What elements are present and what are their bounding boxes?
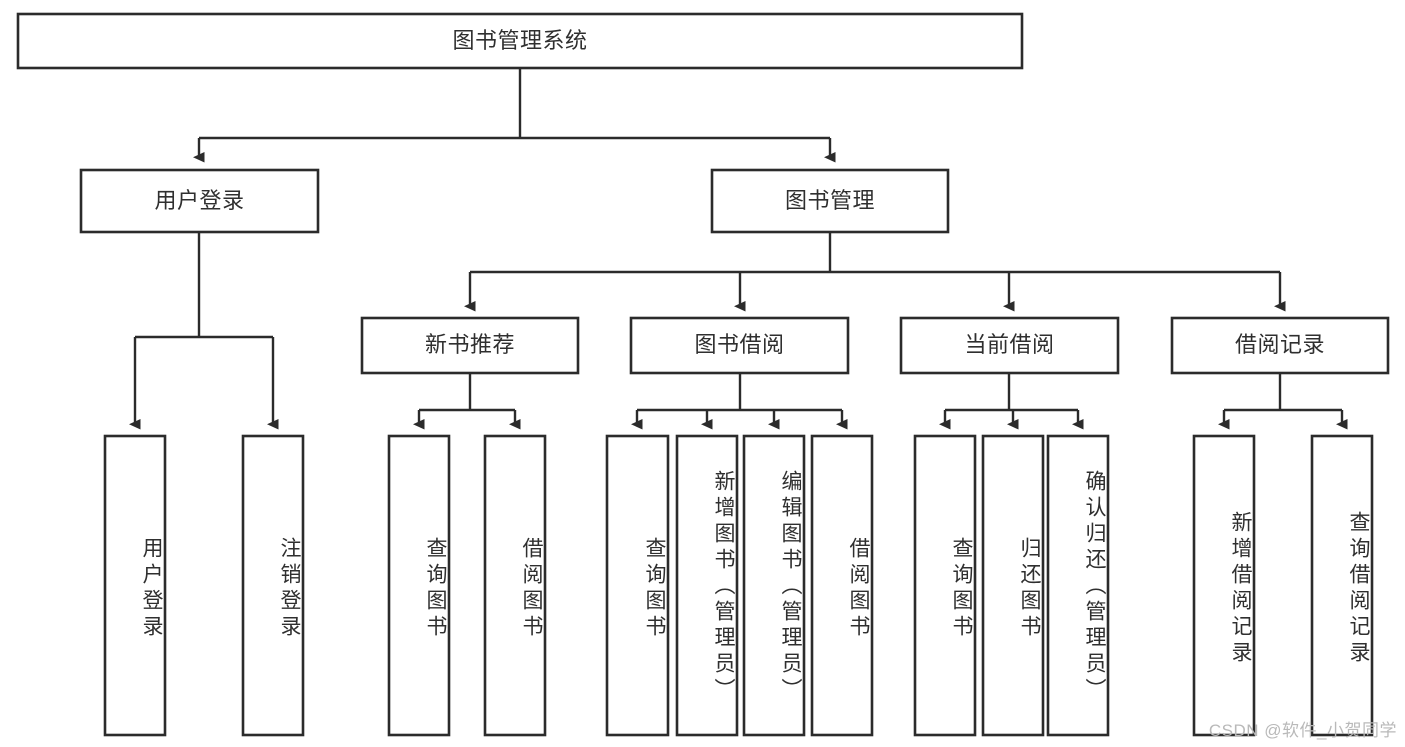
leaf-box-user-login-0[interactable] xyxy=(103,434,167,737)
leaf-box-book-borrow-1[interactable] xyxy=(675,434,739,737)
node-box-current-borrow[interactable] xyxy=(899,316,1120,375)
node-box-user-login[interactable] xyxy=(79,168,320,234)
leaf-box-borrow-record-1[interactable] xyxy=(1310,434,1374,737)
leaf-box-book-borrow-2[interactable] xyxy=(742,434,806,737)
leaf-box-book-borrow-0[interactable] xyxy=(605,434,670,737)
node-box-book-borrow[interactable] xyxy=(629,316,850,375)
leaf-box-new-book-1[interactable] xyxy=(483,434,547,737)
leaf-box-current-borrow-0[interactable] xyxy=(913,434,977,737)
leaf-box-user-login-1[interactable] xyxy=(241,434,305,737)
leaf-box-book-borrow-3[interactable] xyxy=(810,434,874,737)
leaf-box-borrow-record-0[interactable] xyxy=(1192,434,1256,737)
leaf-box-current-borrow-1[interactable] xyxy=(981,434,1045,737)
node-box-borrow-record[interactable] xyxy=(1170,316,1390,375)
node-box-new-book-recommend[interactable] xyxy=(360,316,580,375)
node-box-root[interactable] xyxy=(16,12,1024,70)
leaf-box-new-book-0[interactable] xyxy=(387,434,451,737)
node-box-book-management[interactable] xyxy=(710,168,950,234)
leaf-box-current-borrow-2[interactable] xyxy=(1046,434,1110,737)
